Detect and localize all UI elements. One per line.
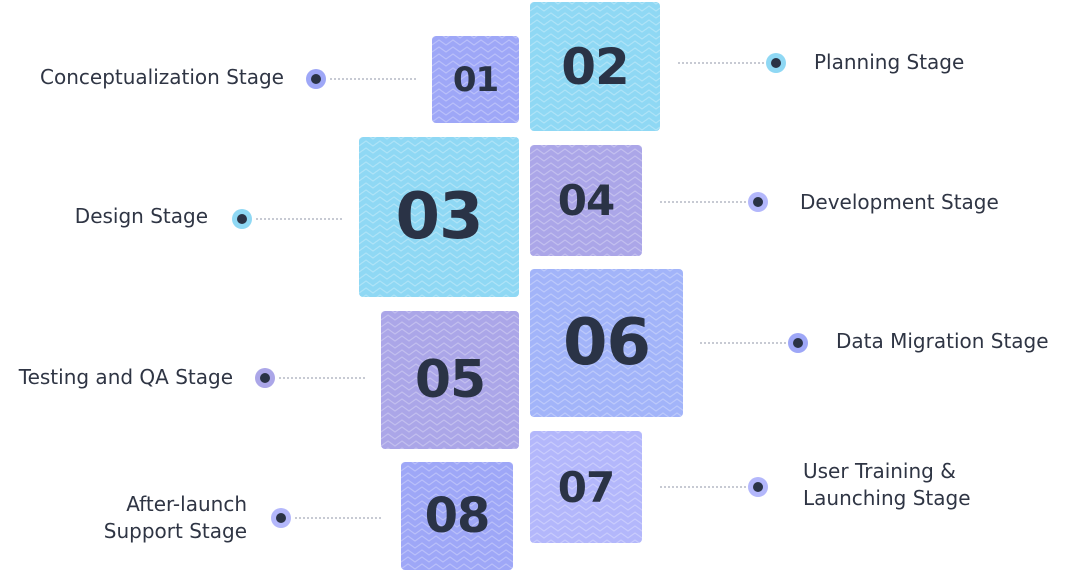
stage-04-connector — [660, 201, 746, 203]
chevron-pattern — [530, 269, 683, 417]
stage-06-dot — [793, 338, 803, 348]
stage-03-dot — [237, 214, 247, 224]
stage-01-box: 01 — [432, 36, 519, 123]
stage-03-number: 03 — [395, 180, 483, 254]
stage-02-number: 02 — [561, 37, 630, 96]
stage-07-label-line2: Launching Stage — [803, 486, 971, 510]
stage-07-dot — [753, 482, 763, 492]
chevron-pattern — [432, 36, 519, 123]
chevron-pattern — [530, 431, 642, 543]
stage-01-label: Conceptualization Stage — [40, 65, 284, 89]
stage-02-label: Planning Stage — [814, 50, 965, 74]
chevron-pattern — [530, 2, 660, 131]
stage-08-label-line1: After-launch — [126, 492, 247, 516]
stage-05-box: 05 — [381, 311, 519, 449]
stage-01-connector — [330, 78, 416, 80]
stage-06-connector — [700, 342, 786, 344]
chevron-pattern — [381, 311, 519, 449]
stage-04-label: Development Stage — [800, 190, 999, 214]
stage-06-label: Data Migration Stage — [836, 329, 1049, 353]
stage-01-number: 01 — [452, 59, 499, 100]
stage-01-dot — [311, 74, 321, 84]
stage-03-connector — [256, 218, 342, 220]
stage-05-number: 05 — [414, 350, 486, 410]
stage-06-number: 06 — [562, 306, 651, 380]
stage-08-box: 08 — [401, 462, 513, 570]
stage-04-dot — [753, 197, 763, 207]
stage-02-connector — [678, 62, 764, 64]
stage-03-label: Design Stage — [74, 204, 208, 228]
stage-08-connector — [295, 517, 381, 519]
stage-02-box: 02 — [530, 2, 660, 131]
stage-08-number: 08 — [424, 488, 491, 544]
stage-02-dot — [771, 58, 781, 68]
stage-08-dot — [276, 513, 286, 523]
stage-04-box: 04 — [530, 145, 642, 256]
chevron-pattern — [401, 462, 513, 570]
stage-05-label: Testing and QA Stage — [18, 365, 233, 389]
stage-05-connector — [279, 377, 365, 379]
stage-06-box: 06 — [530, 269, 683, 417]
stage-07-label-line1: User Training & — [803, 459, 956, 483]
stage-07-connector — [660, 486, 746, 488]
stage-08-label-line2: Support Stage — [103, 519, 247, 543]
stage-05-dot — [260, 373, 270, 383]
chevron-pattern — [530, 145, 642, 256]
stage-03-box: 03 — [359, 137, 519, 297]
stage-07-number: 07 — [557, 462, 615, 512]
stage-07-box: 07 — [530, 431, 642, 543]
stage-04-number: 04 — [557, 176, 615, 225]
chevron-pattern — [359, 137, 519, 297]
